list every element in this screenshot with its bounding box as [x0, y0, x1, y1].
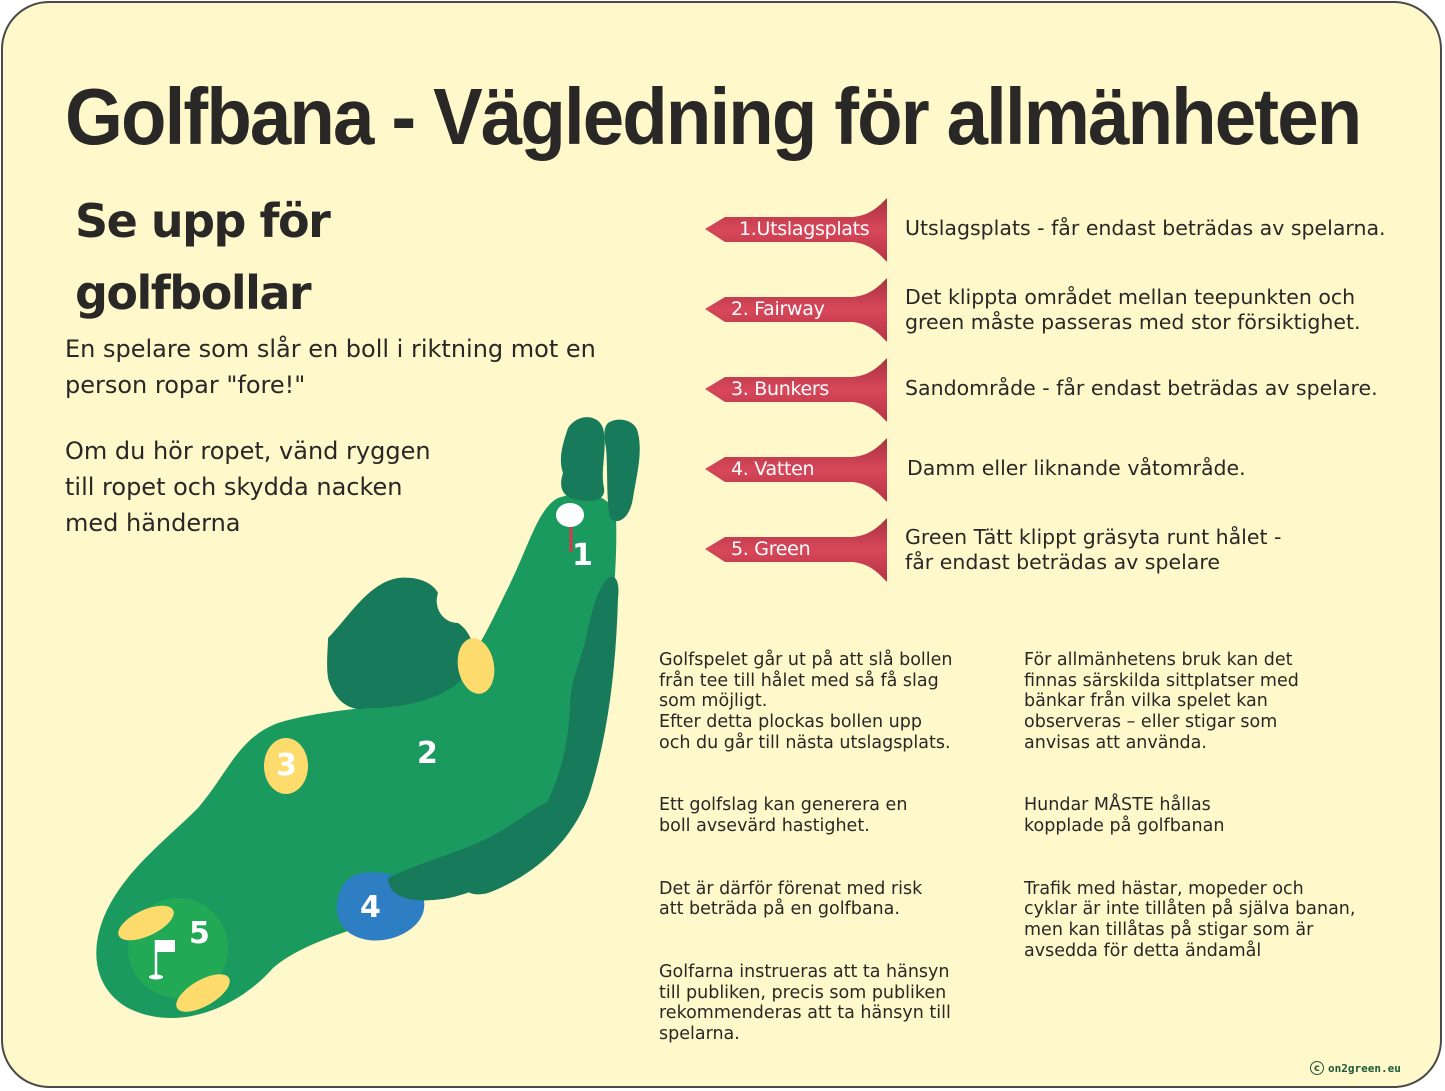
legend-description: Green Tätt klippt gräsyta runt hålet - f… [905, 525, 1282, 574]
tree-icon [560, 417, 605, 502]
info-column-left: Golfspelet går ut på att slå bollen från… [659, 629, 999, 1086]
map-marker-teebox: 1 [572, 538, 593, 573]
legend-description: Det klippta området mellan teepunkten oc… [905, 285, 1361, 334]
warning-heading: Se upp för golfbollar [75, 194, 331, 320]
info-paragraph: Golfarna instrueras att ta hänsyn till p… [659, 961, 951, 1045]
fairway-area [96, 493, 617, 1019]
legend-item-green: 5. Green Green Tätt klippt gräsyta runt … [703, 518, 1433, 582]
legend-item-fairway: 2. Fairway Det klippta området mellan te… [703, 278, 1433, 342]
legend-description: Sandområde - får endast beträdas av spel… [905, 376, 1378, 400]
warning-intro: En spelare som slår en boll i riktning m… [65, 335, 596, 399]
map-marker-water: 4 [360, 890, 381, 925]
tree-icon [327, 577, 474, 709]
legend-label: 1.Utslagsplats [739, 218, 870, 240]
golf-ball-on-tee-icon [556, 503, 584, 552]
info-paragraph: Det är därför förenat med risk att beträ… [659, 878, 923, 920]
legend-label: 4. Vatten [731, 458, 815, 480]
legend-description: Damm eller liknande våtområde. [907, 456, 1246, 480]
bunker-area [118, 905, 174, 941]
page-title: Golfbana - Vägledning för allmänheten [65, 72, 1362, 161]
flag-icon [149, 940, 175, 980]
map-marker-green: 5 [189, 916, 210, 951]
info-paragraph: Trafik med hästar, mopeder och cyklar är… [1024, 878, 1356, 961]
info-paragraph: Golfspelet går ut på att slå bollen från… [659, 649, 953, 753]
info-paragraph: För allmänhetens bruk kan det finnas sär… [1024, 649, 1299, 753]
legend-item-water: 4. Vatten Damm eller liknande våtområde. [703, 438, 1433, 502]
map-marker-bunker: 3 [276, 748, 297, 783]
tree-icon [388, 798, 562, 901]
credit: c on2green.eu [1310, 1061, 1401, 1075]
legend-label: 2. Fairway [731, 298, 825, 320]
bunker-area [457, 638, 495, 694]
legend-description: Utslagsplats - får endast beträdas av sp… [905, 216, 1386, 240]
legend-label: 5. Green [731, 538, 811, 560]
tree-icon [463, 576, 619, 895]
map-marker-fairway: 2 [417, 736, 438, 771]
legend-item-bunkers: 3. Bunkers Sandområde - får endast beträ… [703, 358, 1433, 422]
course-map-illustration [96, 417, 640, 1019]
info-column-right: För allmänhetens bruk kan det finnas sär… [1024, 629, 1424, 1003]
bunker-area [176, 974, 230, 1012]
tee-marker-icon: 3. Bunkers [703, 358, 889, 422]
tree-icon [604, 419, 640, 522]
legend-label: 3. Bunkers [731, 378, 830, 400]
info-paragraph: Ett golfslag kan generera en boll avsevä… [659, 795, 908, 837]
info-paragraph: Hundar MÅSTE hållas kopplade på golfbana… [1024, 795, 1225, 837]
bunker-area [264, 738, 308, 794]
copyright-icon: c [1310, 1061, 1324, 1075]
warning-advice: Om du hör ropet, vänd ryggen till ropet … [65, 437, 431, 537]
course-map: 1 2 3 4 5 [88, 408, 648, 1048]
tee-marker-icon: 5. Green [703, 518, 889, 582]
tee-marker-icon: 2. Fairway [703, 278, 889, 342]
tee-marker-icon: 1.Utslagsplats [703, 198, 889, 262]
legend-item-teebox: 1.Utslagsplats Utslagsplats - får endast… [703, 198, 1433, 262]
tee-marker-icon: 4. Vatten [703, 438, 889, 502]
credit-text: on2green.eu [1328, 1061, 1401, 1075]
